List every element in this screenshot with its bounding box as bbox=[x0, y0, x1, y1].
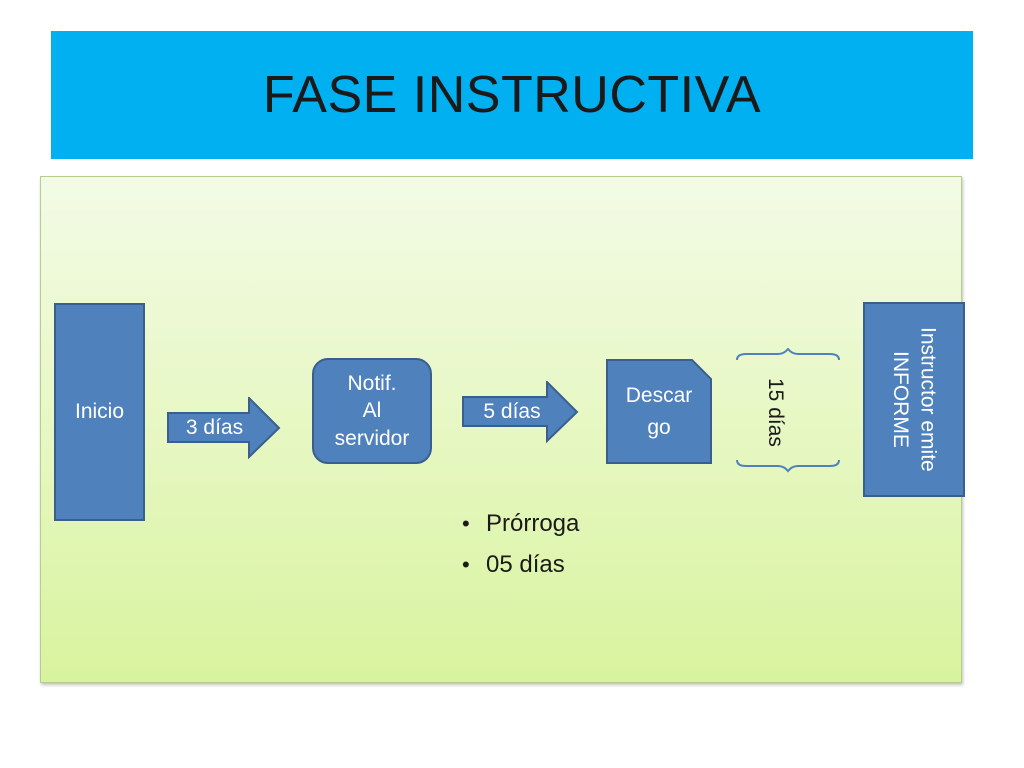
descargo-shape bbox=[606, 359, 712, 464]
node-inicio: Inicio bbox=[54, 303, 145, 521]
arrow-3-dias bbox=[167, 397, 281, 459]
node-inicio-label: Inicio bbox=[74, 400, 125, 424]
brace-15-dias-label: 15 días bbox=[764, 377, 787, 447]
bullet-list: Prórroga 05 días bbox=[462, 503, 579, 585]
node-notif: Notif. Al servidor bbox=[312, 358, 432, 464]
slide-title: FASE INSTRUCTIVA bbox=[262, 66, 762, 124]
node-descargo: Descar go bbox=[606, 359, 712, 464]
node-informe: Instructor emite INFORME bbox=[863, 302, 965, 497]
arrow-5-dias bbox=[462, 381, 579, 443]
brace-15-dias bbox=[736, 348, 840, 473]
bullet-05-dias: 05 días bbox=[462, 544, 579, 585]
arrow-5-dias-label: 5 días bbox=[483, 399, 541, 423]
node-informe-label: Instructor emite INFORME bbox=[889, 327, 940, 472]
title-bar: FASE INSTRUCTIVA bbox=[51, 31, 973, 159]
bullet-prorroga: Prórroga bbox=[462, 503, 579, 544]
arrow-3-dias-label: 3 días bbox=[185, 415, 244, 439]
node-descargo-label: Descar go bbox=[625, 384, 693, 439]
node-notif-label: Notif. Al servidor bbox=[334, 372, 410, 450]
